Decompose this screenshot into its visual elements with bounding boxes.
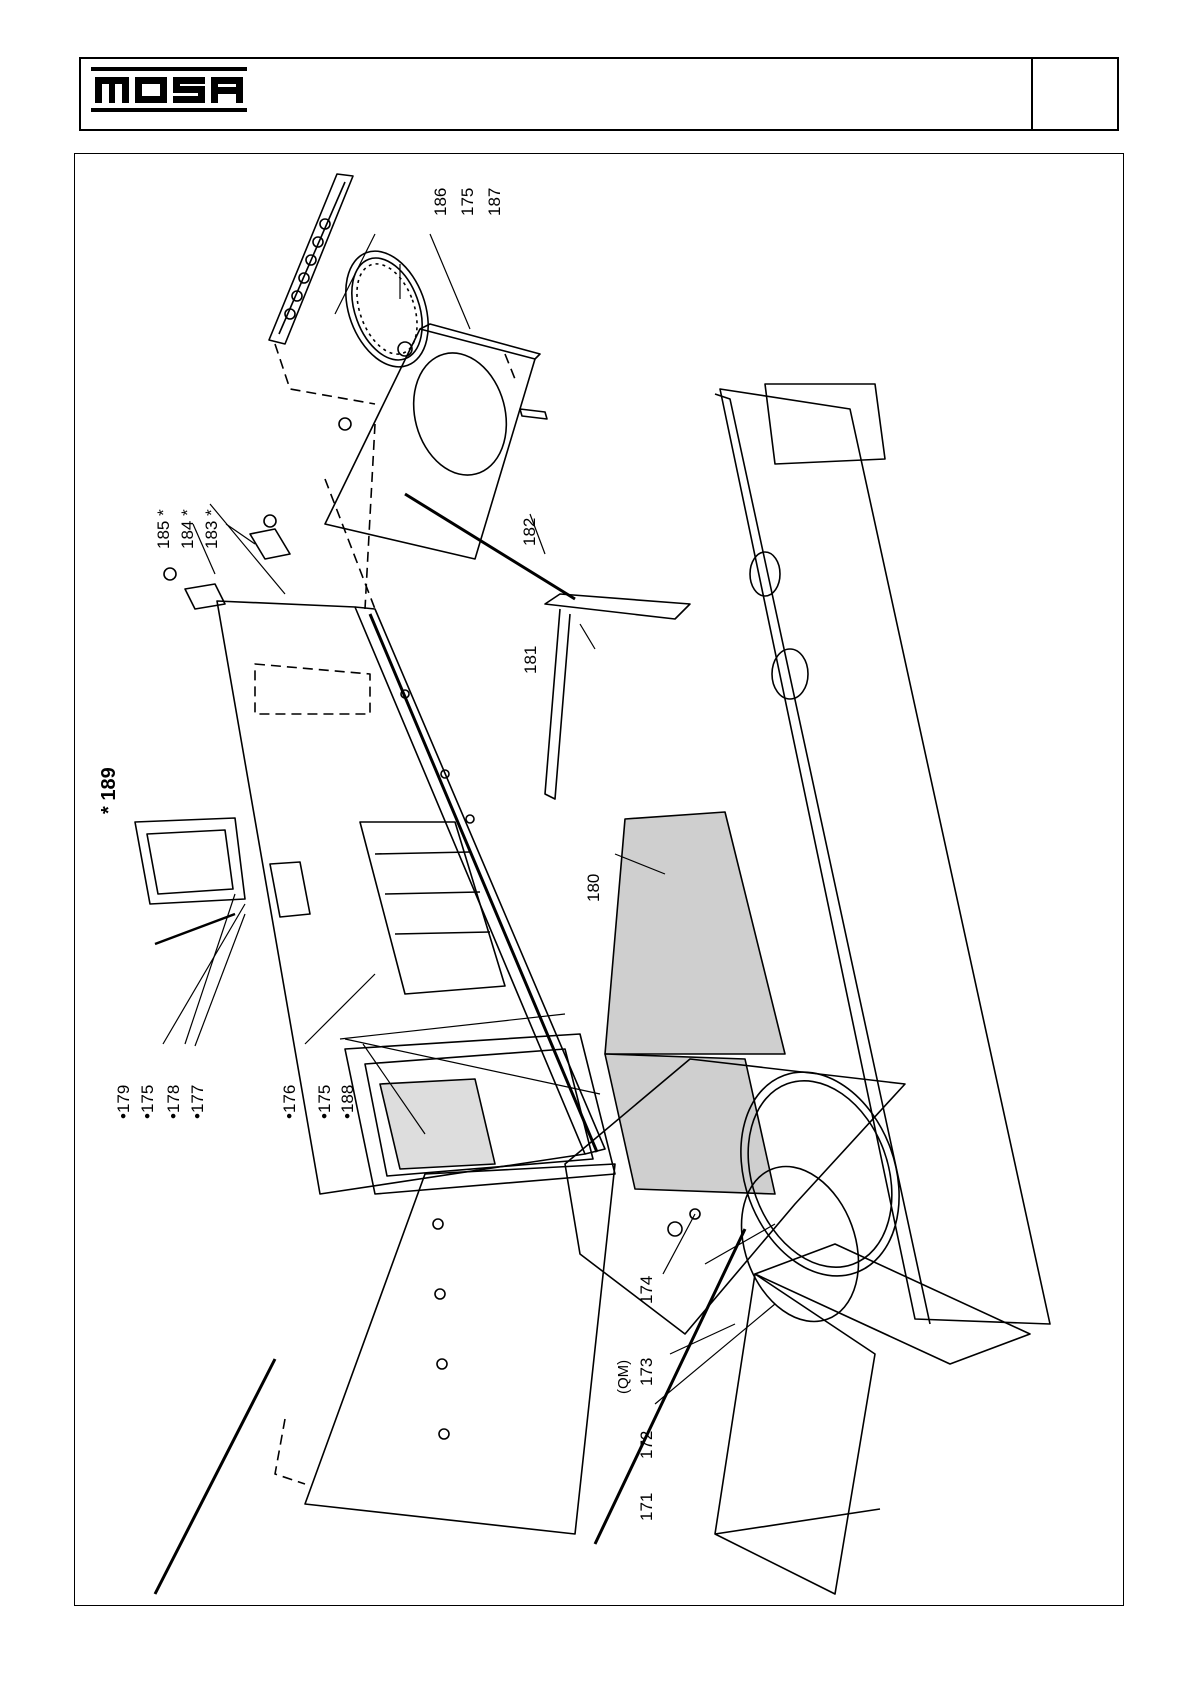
header-table <box>79 57 1119 131</box>
part-label-175b: •175 <box>138 1084 157 1119</box>
ring-gasket-top <box>345 250 429 368</box>
front-door-panel <box>304 1033 616 1535</box>
exploded-view-drawing <box>134 173 1051 1595</box>
part-label-187: 187 <box>485 187 504 216</box>
part-label-175c: •175 <box>315 1084 334 1119</box>
air-filter-cover <box>359 821 506 995</box>
lower-cover <box>714 1243 1031 1595</box>
exploded-diagram-frame: 186 175 187 185 * 184 * 183 * 182 181 * … <box>74 153 1124 1606</box>
base-frame <box>544 383 1051 1325</box>
title-cell <box>255 59 1111 129</box>
part-label-173: 173 <box>637 1357 656 1386</box>
mosa-logo <box>91 67 247 112</box>
hinge-rod <box>153 1358 277 1595</box>
part-label-179: •179 <box>114 1084 133 1119</box>
tie-rod <box>404 492 576 601</box>
part-label-189: * 189 <box>98 767 120 814</box>
top-cover-housing <box>216 600 606 1195</box>
part-label-180: 180 <box>584 873 603 902</box>
part-label-181: 181 <box>521 645 540 674</box>
part-label-182: 182 <box>520 517 539 546</box>
control-panel-strip <box>268 173 354 345</box>
part-label-172: 172 <box>637 1430 656 1459</box>
part-label-175: 175 <box>458 187 477 216</box>
part-label-171: 171 <box>637 1492 656 1521</box>
leader-lines <box>162 233 776 1405</box>
logo-cell <box>81 59 255 129</box>
part-label-188: •188 <box>338 1084 357 1119</box>
page-number-cell <box>1031 59 1117 129</box>
part-label-183: 183 * <box>202 509 221 549</box>
rod-171 <box>593 1228 747 1545</box>
part-label-177: •177 <box>188 1084 207 1119</box>
part-label-178: •178 <box>164 1084 183 1119</box>
insulation-panel <box>604 811 786 1195</box>
part-label-186: 186 <box>431 187 450 216</box>
part-label-173-qm: (QM) <box>615 1359 632 1394</box>
part-label-185: 185 * <box>154 509 173 549</box>
lifting-brackets <box>163 514 291 610</box>
hidden-lines <box>254 343 516 1485</box>
rear-panel <box>324 323 548 560</box>
fan-shroud-panel <box>564 1058 906 1335</box>
side-access-door <box>134 817 311 946</box>
part-label-176: •176 <box>280 1084 299 1119</box>
part-label-184: 184 * <box>178 509 197 549</box>
part-label-174: 174 <box>637 1275 656 1304</box>
